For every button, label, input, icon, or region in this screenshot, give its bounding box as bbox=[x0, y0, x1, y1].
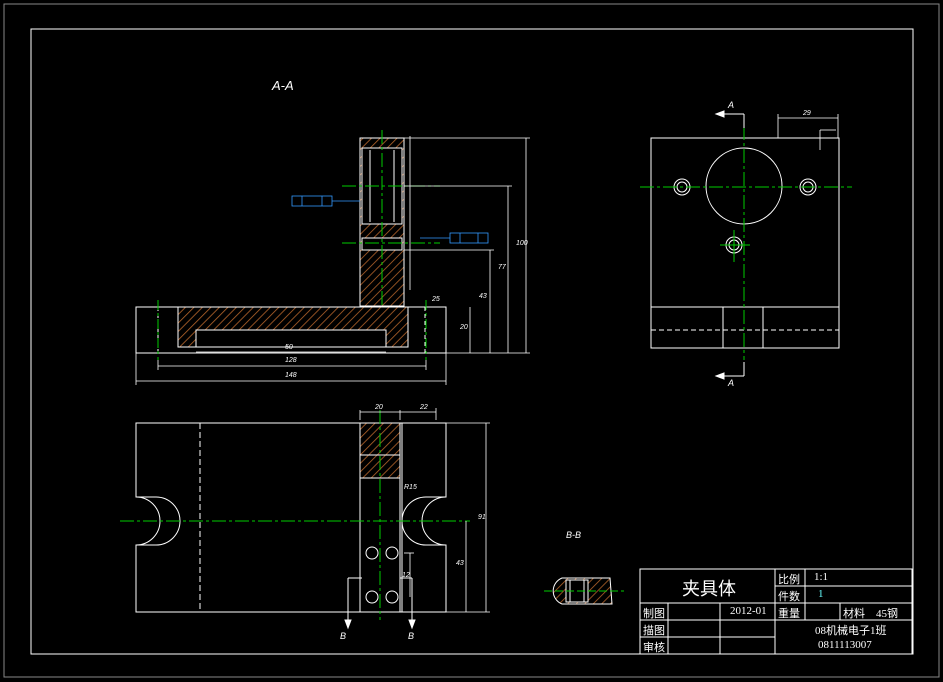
dim-r15: R15 bbox=[404, 484, 417, 491]
section-bb-label: B-B bbox=[566, 530, 582, 540]
section-aa-label: A-A bbox=[272, 78, 294, 93]
qty-label: 件数 bbox=[778, 591, 800, 603]
dim-25: 25 bbox=[432, 296, 440, 303]
dim-128: 128 bbox=[285, 357, 297, 364]
sheet-border-outer bbox=[3, 3, 940, 678]
dim-20-base: 20 bbox=[460, 324, 468, 331]
dim-43: 43 bbox=[479, 293, 487, 300]
drawn-date: 2012-01 bbox=[730, 605, 767, 617]
scale-value: 1:1 bbox=[814, 571, 829, 583]
drawn-label: 制图 bbox=[643, 608, 665, 620]
scale-label: 比例 bbox=[778, 574, 800, 586]
dim-148: 148 bbox=[285, 372, 297, 379]
weight-label: 重量 bbox=[778, 608, 800, 620]
checked-label: 审核 bbox=[643, 642, 665, 654]
dim-12: 12 bbox=[402, 572, 410, 579]
dim-20-top: 20 bbox=[375, 404, 383, 411]
side-view bbox=[640, 110, 852, 380]
material-value: 45钢 bbox=[876, 608, 898, 620]
student-id: 0811113007 bbox=[818, 639, 872, 651]
dim-29: 29 bbox=[803, 110, 811, 117]
sheet-border-inner bbox=[30, 28, 914, 655]
dim-100: 100 bbox=[516, 240, 528, 247]
dim-50: 50 bbox=[285, 344, 293, 351]
title-block-title: 夹具体 bbox=[682, 579, 736, 599]
material-label: 材料 bbox=[843, 608, 865, 620]
section-view-aa bbox=[135, 130, 530, 385]
dim-43-lower: 43 bbox=[456, 560, 464, 567]
dim-77: 77 bbox=[498, 264, 506, 271]
qty-value: 1 bbox=[818, 588, 824, 600]
class-name: 08机械电子1班 bbox=[815, 625, 887, 637]
top-view bbox=[120, 408, 490, 630]
cut-label-b-left: B bbox=[340, 631, 347, 641]
dim-91: 91 bbox=[478, 514, 486, 521]
title-block-frame bbox=[639, 568, 913, 655]
cut-label-a-top: A bbox=[728, 100, 735, 110]
traced-label: 描图 bbox=[643, 625, 665, 637]
cut-label-b-right: B bbox=[408, 631, 415, 641]
dim-22: 22 bbox=[420, 404, 428, 411]
cut-label-a-bottom: A bbox=[728, 378, 735, 388]
section-view-bb bbox=[544, 577, 624, 605]
